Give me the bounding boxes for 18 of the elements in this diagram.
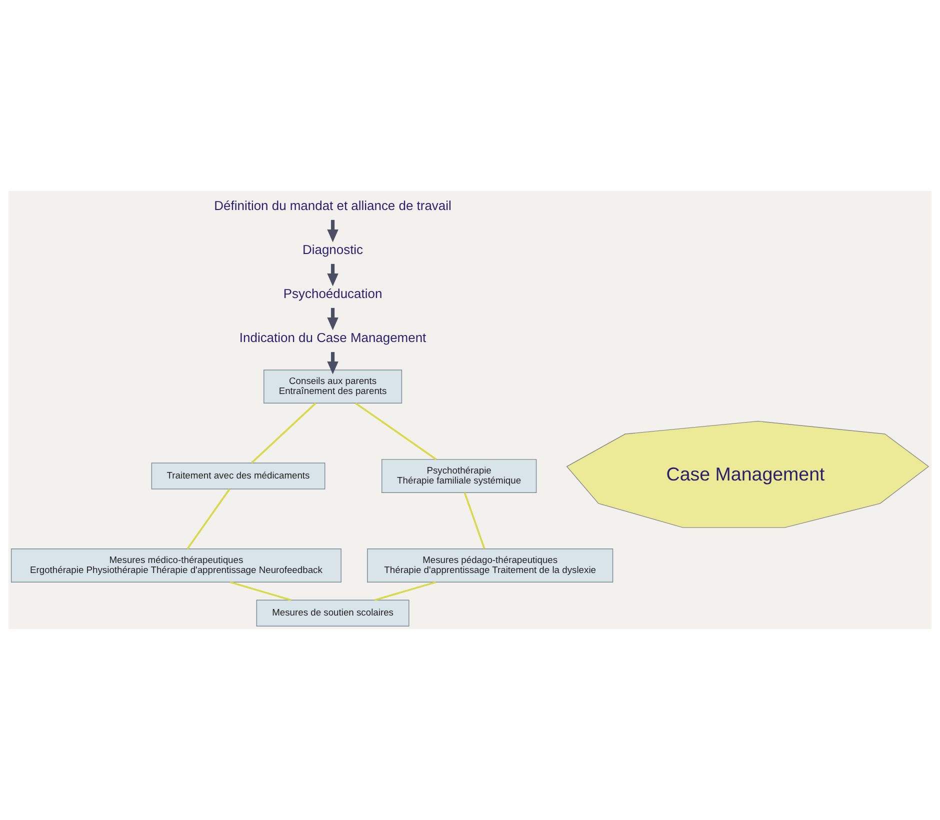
node-box: Traitement avec des médicaments (151, 462, 326, 490)
node-box: Conseils aux parents Entraînement des parents (264, 370, 402, 404)
arrow (327, 308, 338, 330)
arrow (327, 264, 338, 286)
node-text: Psychoéducation (283, 286, 382, 302)
node-text: Indication du Case Management (239, 330, 426, 346)
connector (355, 402, 437, 460)
node-box: Mesures médico-thérapeutiques Ergothérapie Physiothérapie Thérapie d'apprentissage Neurofeedback (10, 548, 342, 582)
node-text: Diagnostic (302, 242, 364, 258)
arrow (327, 220, 338, 242)
node-box: Psychothérapie Thérapie familiale systémique (382, 459, 537, 493)
node-box: Mesures de soutien scolaires (256, 600, 410, 626)
connector (464, 492, 486, 549)
node-box: Mesures pédago-thérapeutiques Thérapie d'apprentissage Traitement de la dyslexie (367, 548, 614, 582)
connector (250, 402, 316, 464)
arrow (327, 352, 338, 374)
connector (186, 488, 230, 550)
node-text: Définition du mandat et alliance de travail (214, 198, 452, 214)
